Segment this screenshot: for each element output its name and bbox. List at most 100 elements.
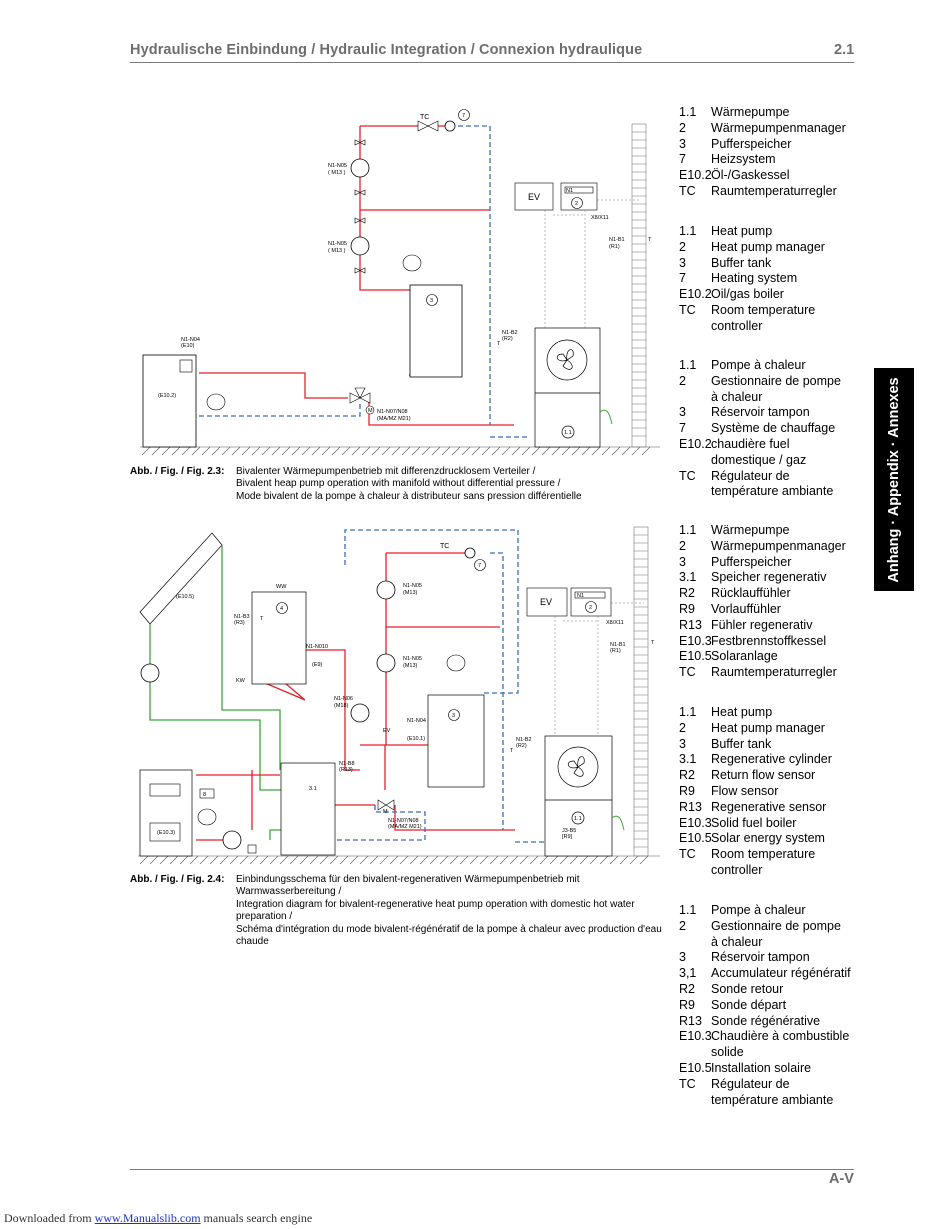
label-n1-b1: N1-B1 xyxy=(610,642,626,648)
legend-value: Accumulateur régénératif xyxy=(711,966,851,981)
regenerative-tank xyxy=(280,762,336,856)
valves xyxy=(354,120,439,274)
legend-key: 2 xyxy=(679,538,686,553)
legend-value: Réservoir tampon xyxy=(711,950,810,965)
label-n1-n05-b: N1-N05 xyxy=(328,241,347,247)
solar-collector xyxy=(139,532,223,625)
legend-key: R13 xyxy=(679,617,702,632)
legend-key: TC xyxy=(679,1076,696,1091)
legend-key: 3 xyxy=(679,950,686,965)
label-1-1: 1.1 xyxy=(564,430,572,436)
legend-key: E10.2 xyxy=(679,287,712,302)
ground-connector xyxy=(599,409,613,425)
figure-2-4-caption-en: Integration diagram for bivalent-regener… xyxy=(236,898,635,923)
legend-row: R2 Return flow sensor xyxy=(679,768,851,784)
label-tc: TC xyxy=(440,543,449,550)
legend-key: 1.1 xyxy=(679,358,697,372)
legend-key: 1.1 xyxy=(679,105,697,119)
legend-value: Pufferspeicher xyxy=(711,136,792,151)
legend-key: R2 xyxy=(679,768,695,783)
label-x8: X8/X11 xyxy=(606,620,624,626)
label-m13-b: (M13) xyxy=(403,663,418,669)
legend-key: 3.1 xyxy=(679,752,697,767)
label-n1-b8: N1-B8 xyxy=(339,761,355,767)
label-r1: (R1) xyxy=(610,648,621,654)
label-n1-b1: N1-B1 xyxy=(609,237,625,243)
label-2: 2 xyxy=(575,201,578,207)
legend-key: TC xyxy=(679,847,696,862)
label-n1: N1 xyxy=(577,593,584,599)
legend-row: 3.1 Regenerative cylinder xyxy=(679,752,851,768)
appendix-side-tab-label: Anhang · Appendix · Annexes xyxy=(886,376,902,583)
label-t3: T xyxy=(651,640,655,646)
legend-key: 2 xyxy=(679,120,686,135)
legend-key: 3,1 xyxy=(679,966,697,981)
legend-row: TC Room temperature controller xyxy=(679,847,851,879)
legend-value: Heat pump xyxy=(711,705,773,719)
label-n1-n05-a: N1-N05 xyxy=(328,163,347,169)
legend-value: Solar energy system xyxy=(711,831,825,846)
legend-value: Chaudière à combustible solide xyxy=(711,1029,850,1060)
label-tc: TC xyxy=(420,114,429,121)
legend-key: 2 xyxy=(679,918,686,933)
legend-value: Solaranlage xyxy=(711,649,778,664)
legend-key: TC xyxy=(679,302,696,317)
legend-value: Speicher regenerativ xyxy=(711,570,827,585)
label-n1-n06: N1-N06 xyxy=(334,696,353,702)
legend-key: R13 xyxy=(679,1013,702,1028)
header-divider xyxy=(130,62,854,63)
label-m: M xyxy=(383,809,388,815)
label-m13-b: ( M13 ) xyxy=(328,248,346,254)
legend-value: Sonde régénérative xyxy=(711,1013,821,1028)
label-j3-b5: J3-B5 xyxy=(562,828,576,834)
legend-key: 1.1 xyxy=(679,523,697,537)
manualslib-link[interactable]: www.Manualslib.com xyxy=(94,1211,201,1225)
legend-row: 1.1 Pompe à chaleur xyxy=(679,903,851,919)
legend-value: Raumtemperaturregler xyxy=(711,665,837,680)
footer-divider xyxy=(130,1169,854,1170)
label-m13-a: (M13) xyxy=(403,590,418,596)
brick-wall xyxy=(631,123,647,448)
legend-key: 1.1 xyxy=(679,903,697,917)
legend-row: 3,1 Accumulateur régénératif xyxy=(679,966,851,982)
solid-fuel-boiler xyxy=(139,769,193,857)
return-pipes xyxy=(199,125,530,438)
legend-key: 1.1 xyxy=(679,224,697,238)
label-n1-n04: N1-N04 xyxy=(181,337,200,343)
mixing-valve xyxy=(199,788,395,854)
legend-value: Heat pump xyxy=(711,224,773,238)
legend-value: Vorlauffühler xyxy=(711,601,781,616)
label-n1-n07: N1-N07/N08 xyxy=(377,409,408,415)
legend-key: 3 xyxy=(679,736,686,751)
legend-row: 1.1 Heat pump xyxy=(679,224,851,240)
label-r1: (R1) xyxy=(609,244,620,250)
legend-value: Pompe à chaleur xyxy=(711,903,806,917)
page-number: A-V xyxy=(829,1171,854,1187)
figure-2-4-diagram: (E10.5) WW 4 N1-B3 (R3) T KW N1-N010 (E9… xyxy=(138,526,660,865)
ground-connector xyxy=(611,815,625,831)
appendix-side-tab: Anhang · Appendix · Annexes xyxy=(874,368,914,591)
legend-value: Regenerative cylinder xyxy=(711,752,832,767)
legend-value: Room temperature controller xyxy=(711,847,816,877)
label-n1-b3: N1-B3 xyxy=(234,614,250,620)
legend-value: Return flow sensor xyxy=(711,768,816,783)
label-r2: (R2) xyxy=(516,743,527,749)
